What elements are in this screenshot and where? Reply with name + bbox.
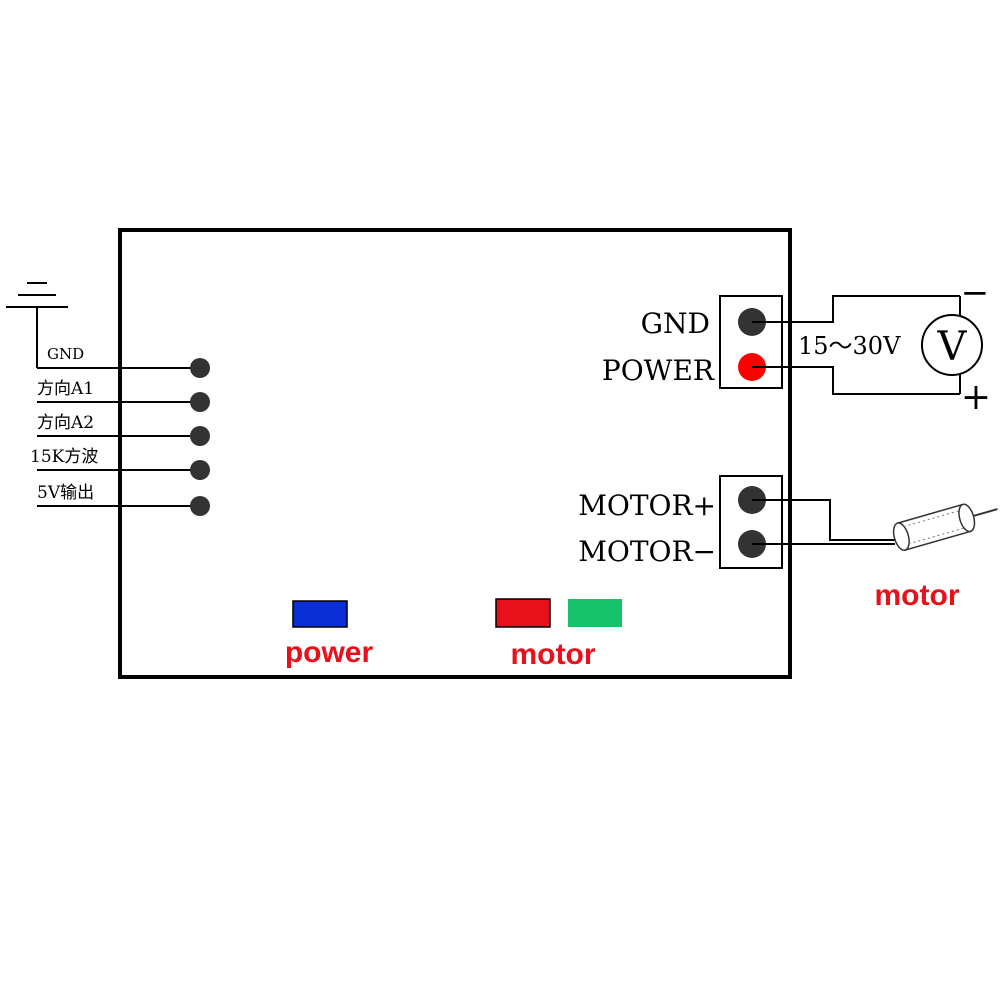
pin-gnd xyxy=(190,358,210,378)
pin-direction-a2 xyxy=(190,426,210,446)
voltmeter-symbol: V xyxy=(937,324,968,370)
ground-icon xyxy=(6,282,68,368)
terminal-label-gnd: GND xyxy=(641,307,710,340)
supply-positive-sign: + xyxy=(961,377,991,418)
left-pins xyxy=(190,358,210,516)
pin-15k-square-wave xyxy=(190,460,210,480)
supply-voltage-label: 15～30V xyxy=(798,332,901,360)
indicator-motor-led-red xyxy=(495,598,551,628)
terminal-label-power: POWER xyxy=(602,354,715,387)
voltmeter-icon: V xyxy=(921,314,983,376)
pin-label-direction-a1: 方向A1 xyxy=(37,379,94,399)
terminal-label-motor-minus: MOTOR− xyxy=(578,535,716,568)
terminal-label-motor-plus: MOTOR+ xyxy=(578,489,716,522)
pin-label-15k-square-wave: 15K方波 xyxy=(30,447,98,467)
left-signal-lines xyxy=(37,367,200,507)
pin-label-5v-output: 5V输出 xyxy=(37,483,94,503)
indicator-motor-led-green xyxy=(568,599,622,627)
pin-label-direction-a2: 方向A2 xyxy=(37,413,94,433)
pin-label-gnd: GND xyxy=(47,345,84,363)
supply-wires xyxy=(752,295,961,395)
driver-board xyxy=(118,228,792,679)
pin-5v-output xyxy=(190,496,210,516)
motor-wires xyxy=(752,499,895,545)
motor-icon xyxy=(892,503,998,552)
motor-caption: motor xyxy=(875,579,960,612)
indicator-label-motor: motor xyxy=(511,638,596,671)
indicator-power-led xyxy=(292,600,348,628)
indicator-label-power: power xyxy=(285,636,374,669)
pin-direction-a1 xyxy=(190,392,210,412)
supply-negative-sign: − xyxy=(961,273,990,313)
